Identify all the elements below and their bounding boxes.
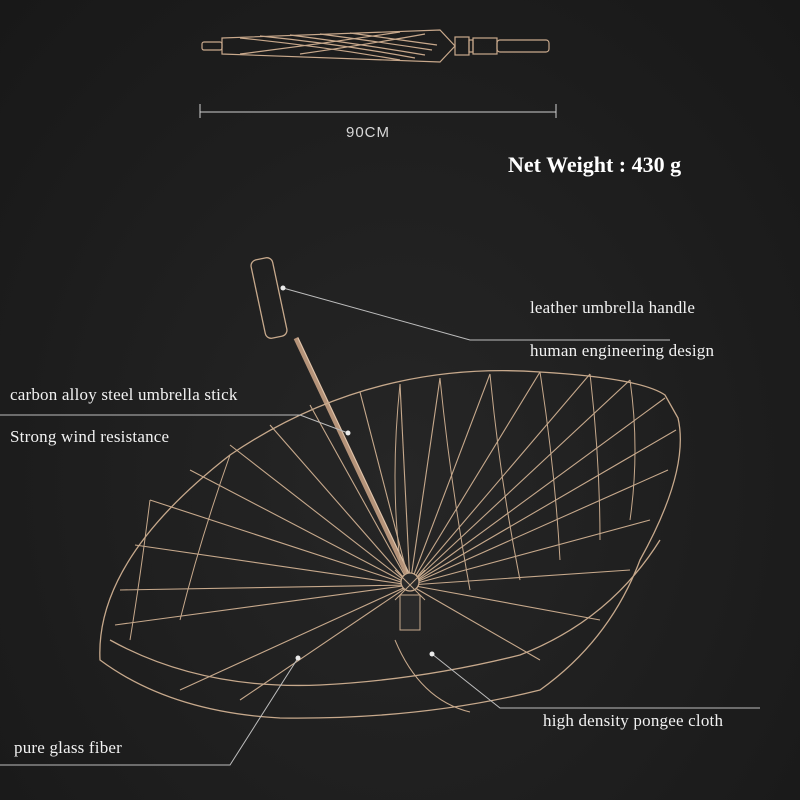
- cloth-leader: [431, 653, 760, 709]
- handle-label-line1: leather umbrella handle: [530, 298, 696, 317]
- length-label: 90CM: [346, 124, 391, 141]
- fiber-label: pure glass fiber: [14, 738, 122, 757]
- net-weight-label: Net Weight : 430 g: [508, 152, 682, 177]
- cloth-label: high density pongee cloth: [543, 711, 724, 730]
- callout-dots: [280, 285, 435, 661]
- folded-umbrella: [201, 29, 550, 63]
- length-dimension-line: [199, 104, 557, 118]
- stick-label-line1: carbon alloy steel umbrella stick: [10, 385, 238, 404]
- fiber-leader: [0, 657, 299, 766]
- stick-leader: [0, 414, 349, 434]
- handle-shape: [250, 257, 288, 339]
- stick-label-line2: Strong wind resistance: [10, 427, 170, 446]
- open-umbrella: [99, 257, 681, 719]
- handle-leader: [282, 287, 670, 341]
- handle-label-line2: human engineering design: [530, 341, 715, 360]
- callout-lines: [0, 287, 760, 766]
